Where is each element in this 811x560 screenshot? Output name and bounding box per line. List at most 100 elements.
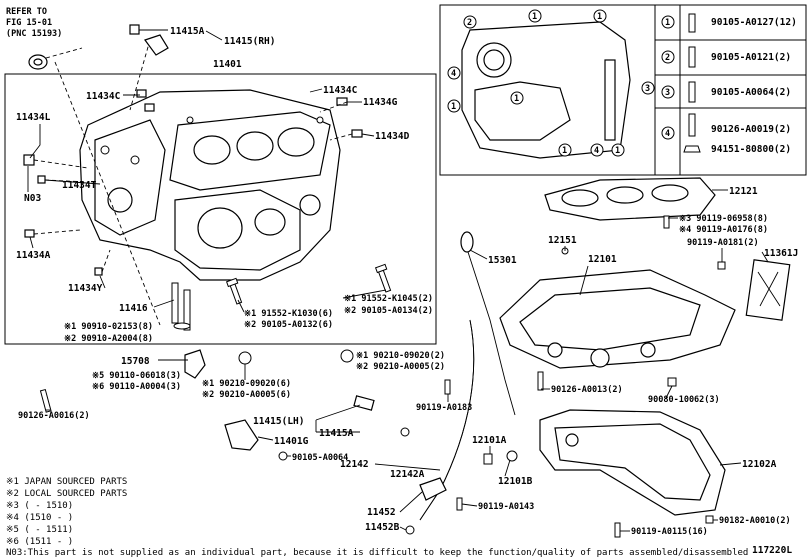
legend-line-2: ※2 LOCAL SOURCED PARTS: [6, 489, 127, 499]
bolt-90119-a0183: [444, 379, 451, 395]
leader-dash: [319, 101, 348, 113]
plug-11434a: [24, 229, 35, 238]
label-90119-a0115: 90119-A0115(16): [631, 527, 708, 537]
plug-11434y: [94, 267, 103, 276]
oil-pan-12102a: [539, 409, 726, 516]
inset-row-num: 3: [665, 88, 670, 98]
label-90119-a0143: 90119-A0143: [478, 502, 534, 512]
label-11434t: 11434T: [62, 180, 97, 191]
bolt-90119-a0143: [456, 497, 463, 511]
leader-dash: [33, 159, 89, 169]
inset-row-part: 90105-A0121(2): [711, 52, 791, 63]
plug-11434t: [37, 175, 46, 184]
callout-text: 2: [467, 18, 472, 28]
label-12101a: 12101A: [472, 435, 507, 446]
dipstick-15301: [460, 231, 516, 416]
bolt-90126-a0013: [537, 371, 544, 391]
inset-row-num: 2: [665, 53, 670, 63]
label-90210-09020-left: ※1 90210-09020(6): [202, 379, 291, 389]
label-11434c-a: 11434C: [86, 91, 121, 102]
callout-text: 1: [514, 94, 519, 104]
label-12101: 12101: [588, 254, 617, 265]
label-11452b: 11452B: [365, 522, 400, 533]
label-12101b: 12101B: [498, 476, 533, 487]
inset-row-num: 1: [665, 18, 670, 28]
callout-text: 1: [597, 12, 602, 22]
label-12142: 12142: [340, 459, 369, 470]
plug-12101a: [483, 453, 493, 465]
label-90910-02153: ※1 90910-02153(8): [64, 322, 153, 332]
bolt-90119-a0181: [717, 261, 726, 270]
label-90105-a0134: ※2 90105-A0134(2): [344, 306, 433, 316]
callout-text: 3: [645, 84, 650, 94]
label-11434l: 11434L: [16, 112, 51, 123]
plug-n03: [23, 154, 35, 166]
label-11415a: 11415A: [170, 26, 205, 37]
callout-text: 1: [451, 102, 456, 112]
refer-line-3: (PNC 15193): [6, 29, 62, 39]
label-12121: 12121: [729, 186, 758, 197]
leader-dash: [329, 133, 353, 141]
plug-90210-left: [238, 351, 252, 365]
label-90105-a0064: 90105-A0064: [292, 453, 348, 463]
plug-11434c-part: [144, 103, 155, 112]
callout-text: 4: [451, 69, 456, 79]
bolt-90080: [667, 377, 677, 387]
leader-dash: [33, 229, 81, 235]
inset-row-num: 4: [665, 129, 670, 139]
plug-11434g: [336, 97, 348, 106]
legend-line-5: ※5 ( - 1511): [6, 525, 73, 535]
dipstick-guide-12142: [419, 319, 475, 521]
leader-lines: [27, 29, 769, 532]
label-11452: 11452: [367, 507, 396, 518]
inset-table: 1 90105-A0127(12) 2 90105-A0121(2) 3 901…: [661, 13, 797, 155]
label-12102a: 12102A: [742, 459, 777, 470]
inset-row-part: 90105-A0127(12): [711, 17, 797, 28]
leader-dash: [45, 47, 83, 59]
timing-cover-drawing: [461, 21, 631, 159]
label-91552-k1045: ※1 91552-K1045(2): [344, 294, 433, 304]
bolt-90182: [705, 515, 714, 524]
label-90105-a0132: ※2 90105-A0132(6): [244, 320, 333, 330]
label-15301: 15301: [488, 255, 517, 266]
callout-text: 1: [532, 12, 537, 22]
callout-text: 1: [562, 146, 567, 156]
baffle-11361j: [745, 259, 791, 321]
label-90210-09020-right: ※1 90210-09020(2): [356, 351, 445, 361]
label-15708: 15708: [121, 356, 150, 367]
label-12142a: 12142A: [390, 469, 425, 480]
label-91552-k1030: ※1 91552-K1030(6): [244, 309, 333, 319]
source-legend: ※1 JAPAN SOURCED PARTS ※2 LOCAL SOURCED …: [6, 477, 127, 547]
label-90110-a0004: ※6 90110-A0004(3): [92, 382, 181, 392]
label-90119-a0183: 90119-A0183: [416, 403, 472, 413]
bolt-90105-a0064: [278, 451, 288, 461]
label-11416: 11416: [119, 303, 148, 314]
label-90910-a2004: ※2 90910-A2004(8): [64, 334, 153, 344]
callout-text: 4: [594, 146, 599, 156]
legend-line-4: ※4 (1510 - ): [6, 513, 73, 523]
label-90126-a0013: 90126-A0013(2): [551, 385, 623, 395]
knock-sensor-11415-lh: [224, 395, 410, 451]
oring-11452b: [405, 525, 415, 535]
label-11434a: 11434A: [16, 250, 51, 261]
label-11401: 11401: [213, 59, 242, 70]
bolt-11416: [171, 282, 191, 331]
plug-11434c-a: [136, 89, 147, 98]
label-11361j: 11361J: [764, 248, 798, 259]
knock-sensor-11415-rh: [129, 24, 169, 56]
label-11415-lh: 11415(LH): [253, 416, 304, 427]
legend-line-1: ※1 JAPAN SOURCED PARTS: [6, 477, 127, 487]
label-11415a-lh: 11415A: [319, 428, 354, 439]
label-90210-a0005-left: ※2 90210-A0005(6): [202, 390, 291, 400]
inset-row-part: 90105-A0064(2): [711, 87, 791, 98]
oil-pan-12101: [499, 269, 736, 369]
label-90126-a0016: 90126-A0016(2): [18, 411, 90, 421]
inset-frame: [439, 4, 807, 176]
bolt-91552-k1030: [225, 277, 243, 305]
legend-line-3: ※3 ( - 1510): [6, 501, 73, 511]
refer-line-2: FIG 15-01: [6, 18, 52, 28]
label-90080-10062: 90080-10062(3): [648, 395, 720, 405]
figure-id: 117220L: [752, 545, 792, 556]
label-11401g: 11401G: [274, 436, 309, 447]
